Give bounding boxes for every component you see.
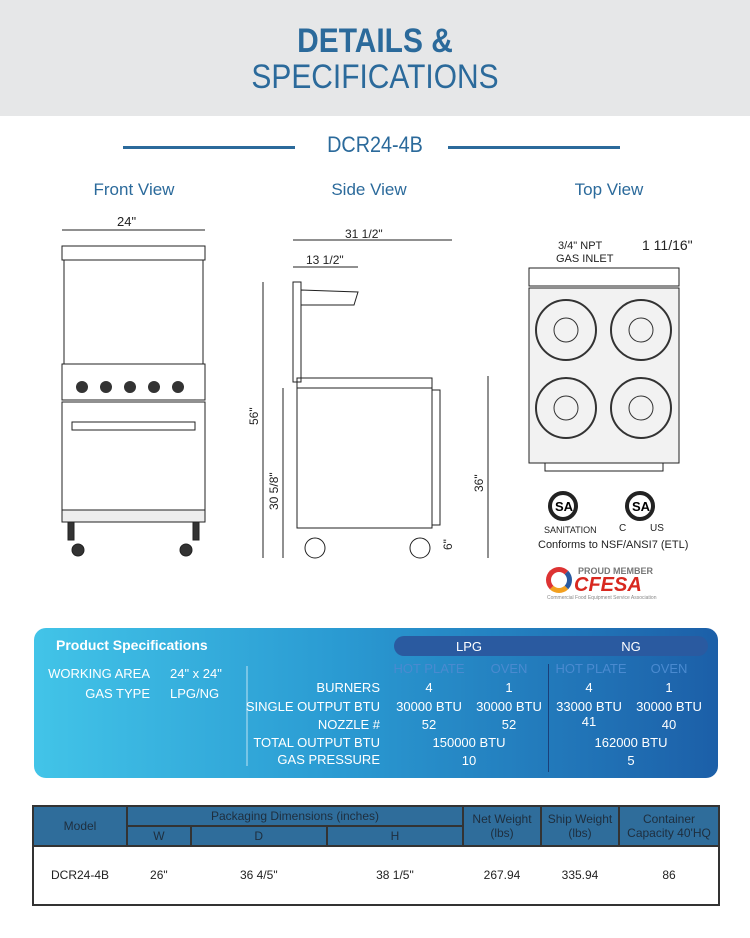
csa-sanitation-logo: SA	[548, 491, 578, 521]
col-d: D	[189, 825, 328, 847]
cell: 5	[627, 753, 635, 768]
table-row: DCR24-4B 26" 36 4/5" 38 1/5" 267.94 335.…	[33, 845, 719, 903]
cell: 26"	[127, 845, 191, 903]
col-h: H	[325, 825, 465, 847]
cell: 1	[505, 680, 513, 695]
col-w: W	[126, 825, 192, 847]
spec-title: Product Specifications	[56, 637, 208, 653]
svg-text:56": 56"	[247, 407, 261, 425]
lpg-hotplate-header: HOT PLATE	[393, 661, 465, 676]
svg-text:13 1/2": 13 1/2"	[306, 253, 344, 267]
cell: 86	[619, 845, 719, 903]
cfesa-proud: PROUD MEMBER	[578, 566, 654, 576]
col-ship-weight: Ship Weight (lbs)	[540, 805, 620, 847]
cell: 162000 BTU	[594, 735, 668, 750]
lpg-oven-header: OVEN	[490, 661, 528, 676]
col-net-weight: Net Weight (lbs)	[462, 805, 542, 847]
col-model: Model	[32, 805, 128, 847]
side-view-drawing: 31 1/2" 13 1/2" 56" 30 5/8" 36" 6"	[247, 227, 489, 559]
technical-drawings: 24" 31 1/2" 13 1/2" 56" 30 5/8" 36" 6" 3…	[61, 214, 693, 559]
cell: 267.94	[463, 845, 541, 903]
row-label: NOZZLE #	[317, 717, 380, 732]
cell: 4	[425, 680, 433, 695]
cell: 30000 BTU	[476, 699, 542, 714]
cell: 33000 BTU	[556, 699, 622, 714]
row-label: GAS PRESSURE	[277, 752, 380, 767]
front-view-drawing: 24"	[61, 214, 206, 557]
ng-header: NG	[621, 639, 641, 654]
divider	[246, 666, 248, 766]
divider-right	[448, 146, 620, 149]
cell: 335.94	[541, 845, 619, 903]
svg-text:30 5/8": 30 5/8"	[267, 472, 281, 510]
product-specifications-panel: Product Specifications WORKING AREA 24" …	[34, 628, 718, 778]
lpg-header: LPG	[455, 639, 482, 654]
cell: 52	[421, 717, 437, 732]
conforms-text: Conforms to NSF/ANSI7 (ETL)	[538, 539, 689, 551]
gas-type-label: GAS TYPE	[85, 686, 150, 701]
row-label: TOTAL OUTPUT BTU	[253, 735, 380, 750]
front-width-dim: 24"	[117, 214, 136, 229]
cell: DCR24-4B	[33, 845, 127, 903]
front-view-label: Front View	[93, 180, 175, 199]
ng-oven-header: OVEN	[650, 661, 688, 676]
cfesa-logo: CFESA	[574, 574, 642, 596]
cell: 36 4/5"	[190, 845, 327, 903]
cell: 41	[581, 714, 597, 729]
svg-text:1 11/16": 1 11/16"	[642, 237, 693, 253]
cell: 4	[585, 680, 593, 695]
divider	[548, 664, 549, 772]
c-label: C	[619, 523, 627, 534]
fuel-header	[394, 636, 708, 656]
svg-text:31 1/2": 31 1/2"	[345, 227, 383, 241]
top-view-drawing: 3/4" NPT GAS INLET 1 11/16"	[528, 237, 693, 472]
title-line2: SPECIFICATIONS	[251, 58, 499, 96]
row-label: SINGLE OUTPUT BTU	[245, 699, 380, 714]
svg-text:SA: SA	[632, 499, 651, 514]
svg-text:SA: SA	[555, 499, 574, 514]
cell: 52	[501, 717, 517, 732]
cell: 10	[461, 753, 477, 768]
title-line1: DETAILS &	[297, 22, 453, 60]
cell: 150000 BTU	[432, 735, 506, 750]
working-area-label: WORKING AREA	[48, 666, 150, 681]
packaging-table: Model Packaging Dimensions (inches) Net …	[32, 805, 720, 903]
cell: 38 1/5"	[326, 845, 463, 903]
working-area-value: 24" x 24"	[170, 666, 222, 681]
cfesa-logo-icon	[546, 567, 572, 593]
svg-text:GAS INLET: GAS INLET	[556, 253, 614, 265]
gas-type-value: LPG/NG	[170, 686, 220, 701]
sanitation-label: SANITATION	[544, 525, 597, 535]
cfesa-sub: Commercial Food Equipment Service Associ…	[547, 595, 657, 601]
col-packaging: Packaging Dimensions (inches)	[126, 805, 464, 827]
ng-hotplate-header: HOT PLATE	[555, 661, 627, 676]
top-view-label: Top View	[574, 180, 644, 199]
side-view-label: Side View	[331, 180, 407, 199]
svg-text:3/4" NPT: 3/4" NPT	[558, 240, 603, 252]
svg-text:36": 36"	[472, 474, 486, 492]
svg-text:6": 6"	[441, 539, 455, 550]
model-name: DCR24-4B	[327, 132, 423, 157]
cell: 1	[665, 680, 673, 695]
cell: 40	[661, 717, 677, 732]
header-band: DETAILS & SPECIFICATIONS	[0, 0, 750, 116]
cell: 30000 BTU	[636, 699, 702, 714]
cell: 30000 BTU	[396, 699, 462, 714]
us-label: US	[650, 523, 664, 534]
row-label: BURNERS	[316, 680, 380, 695]
csa-c-us-logo: SA	[625, 491, 655, 521]
divider-left	[123, 146, 295, 149]
col-container: Container Capacity 40'HQ	[618, 805, 720, 847]
